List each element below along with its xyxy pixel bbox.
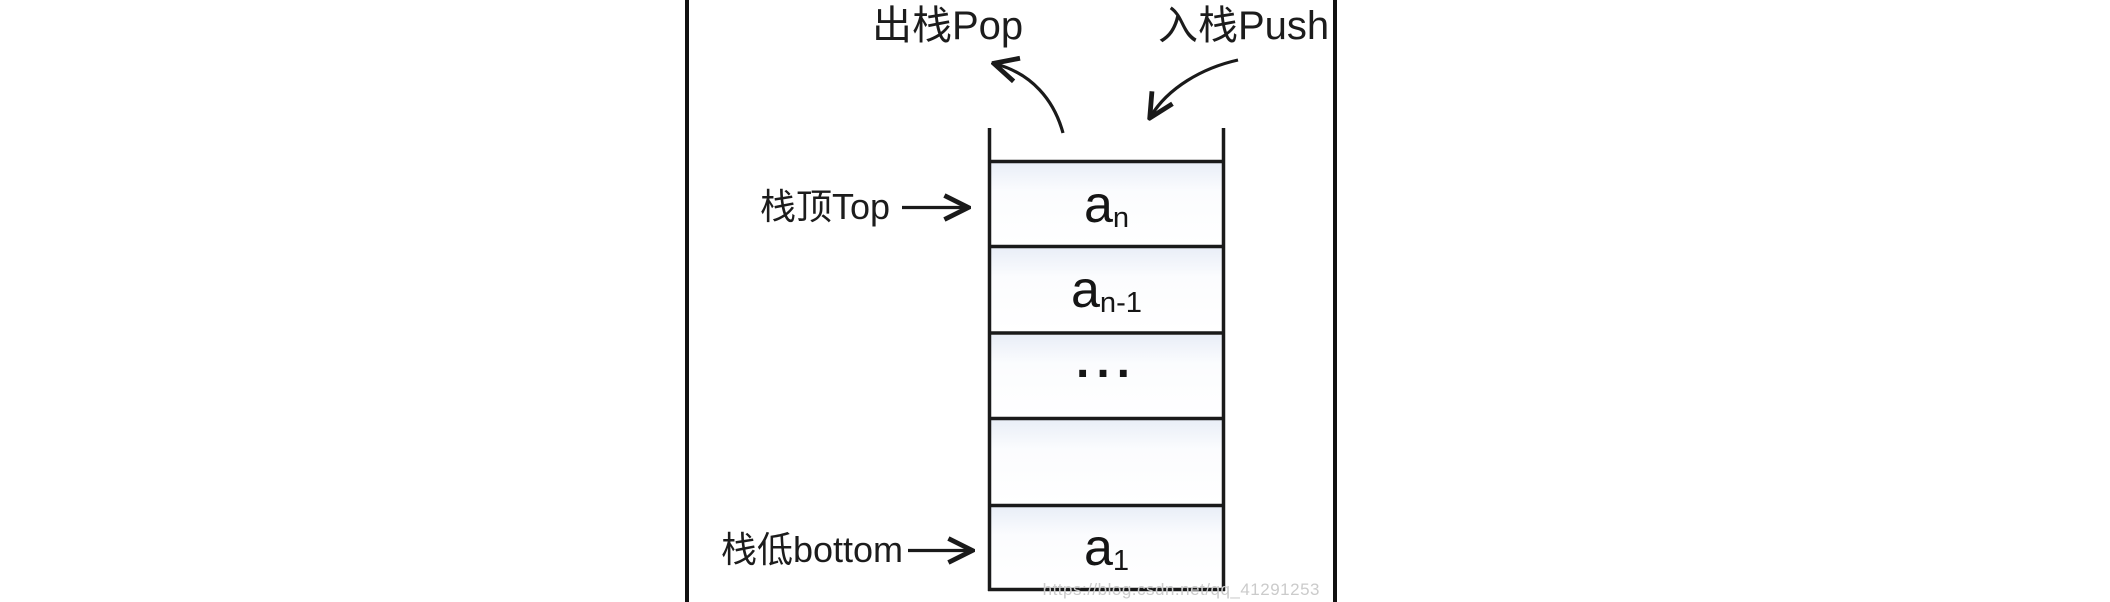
- stack-cell-a1: a1: [991, 508, 1222, 588]
- cell-bg-a1: [991, 507, 1222, 588]
- push-arrow: [1151, 58, 1239, 116]
- cell-value-base: a: [1083, 519, 1113, 577]
- cell-value: an-1: [1071, 261, 1142, 320]
- stack-cell-an: an: [991, 164, 1222, 245]
- cell-value-sub: n-1: [1099, 287, 1142, 320]
- cell-bg-empty: [991, 420, 1222, 504]
- cell-value: an: [1083, 175, 1130, 234]
- cell-value-base: a: [1083, 175, 1113, 234]
- cell-bg-an-1: [991, 248, 1222, 331]
- stack-top-label: 栈顶Top: [759, 186, 890, 227]
- ellipsis-dots: ...: [1075, 335, 1137, 388]
- watermark-url: https://blog.csdn.net/qq_41291253: [1042, 580, 1320, 599]
- pop-arrow: [996, 64, 1065, 134]
- pop-label: 出栈Pop: [872, 4, 1024, 48]
- stack-cell-empty: [991, 421, 1222, 503]
- stack-bottom-label: 栈低bottom: [720, 529, 903, 570]
- cell-value-base: a: [1071, 261, 1100, 319]
- cell-value: a1: [1083, 519, 1130, 578]
- stack-cell-an-1: an-1: [991, 249, 1222, 331]
- cell-value-sub: n: [1112, 201, 1130, 234]
- push-label: 入栈Push: [1158, 4, 1330, 48]
- cell-bg-ellipsis: [991, 335, 1222, 417]
- cell-bg-an: [991, 163, 1222, 245]
- cell-value-sub: 1: [1112, 545, 1130, 578]
- stack-cell-ellipsis: ...: [991, 336, 1222, 416]
